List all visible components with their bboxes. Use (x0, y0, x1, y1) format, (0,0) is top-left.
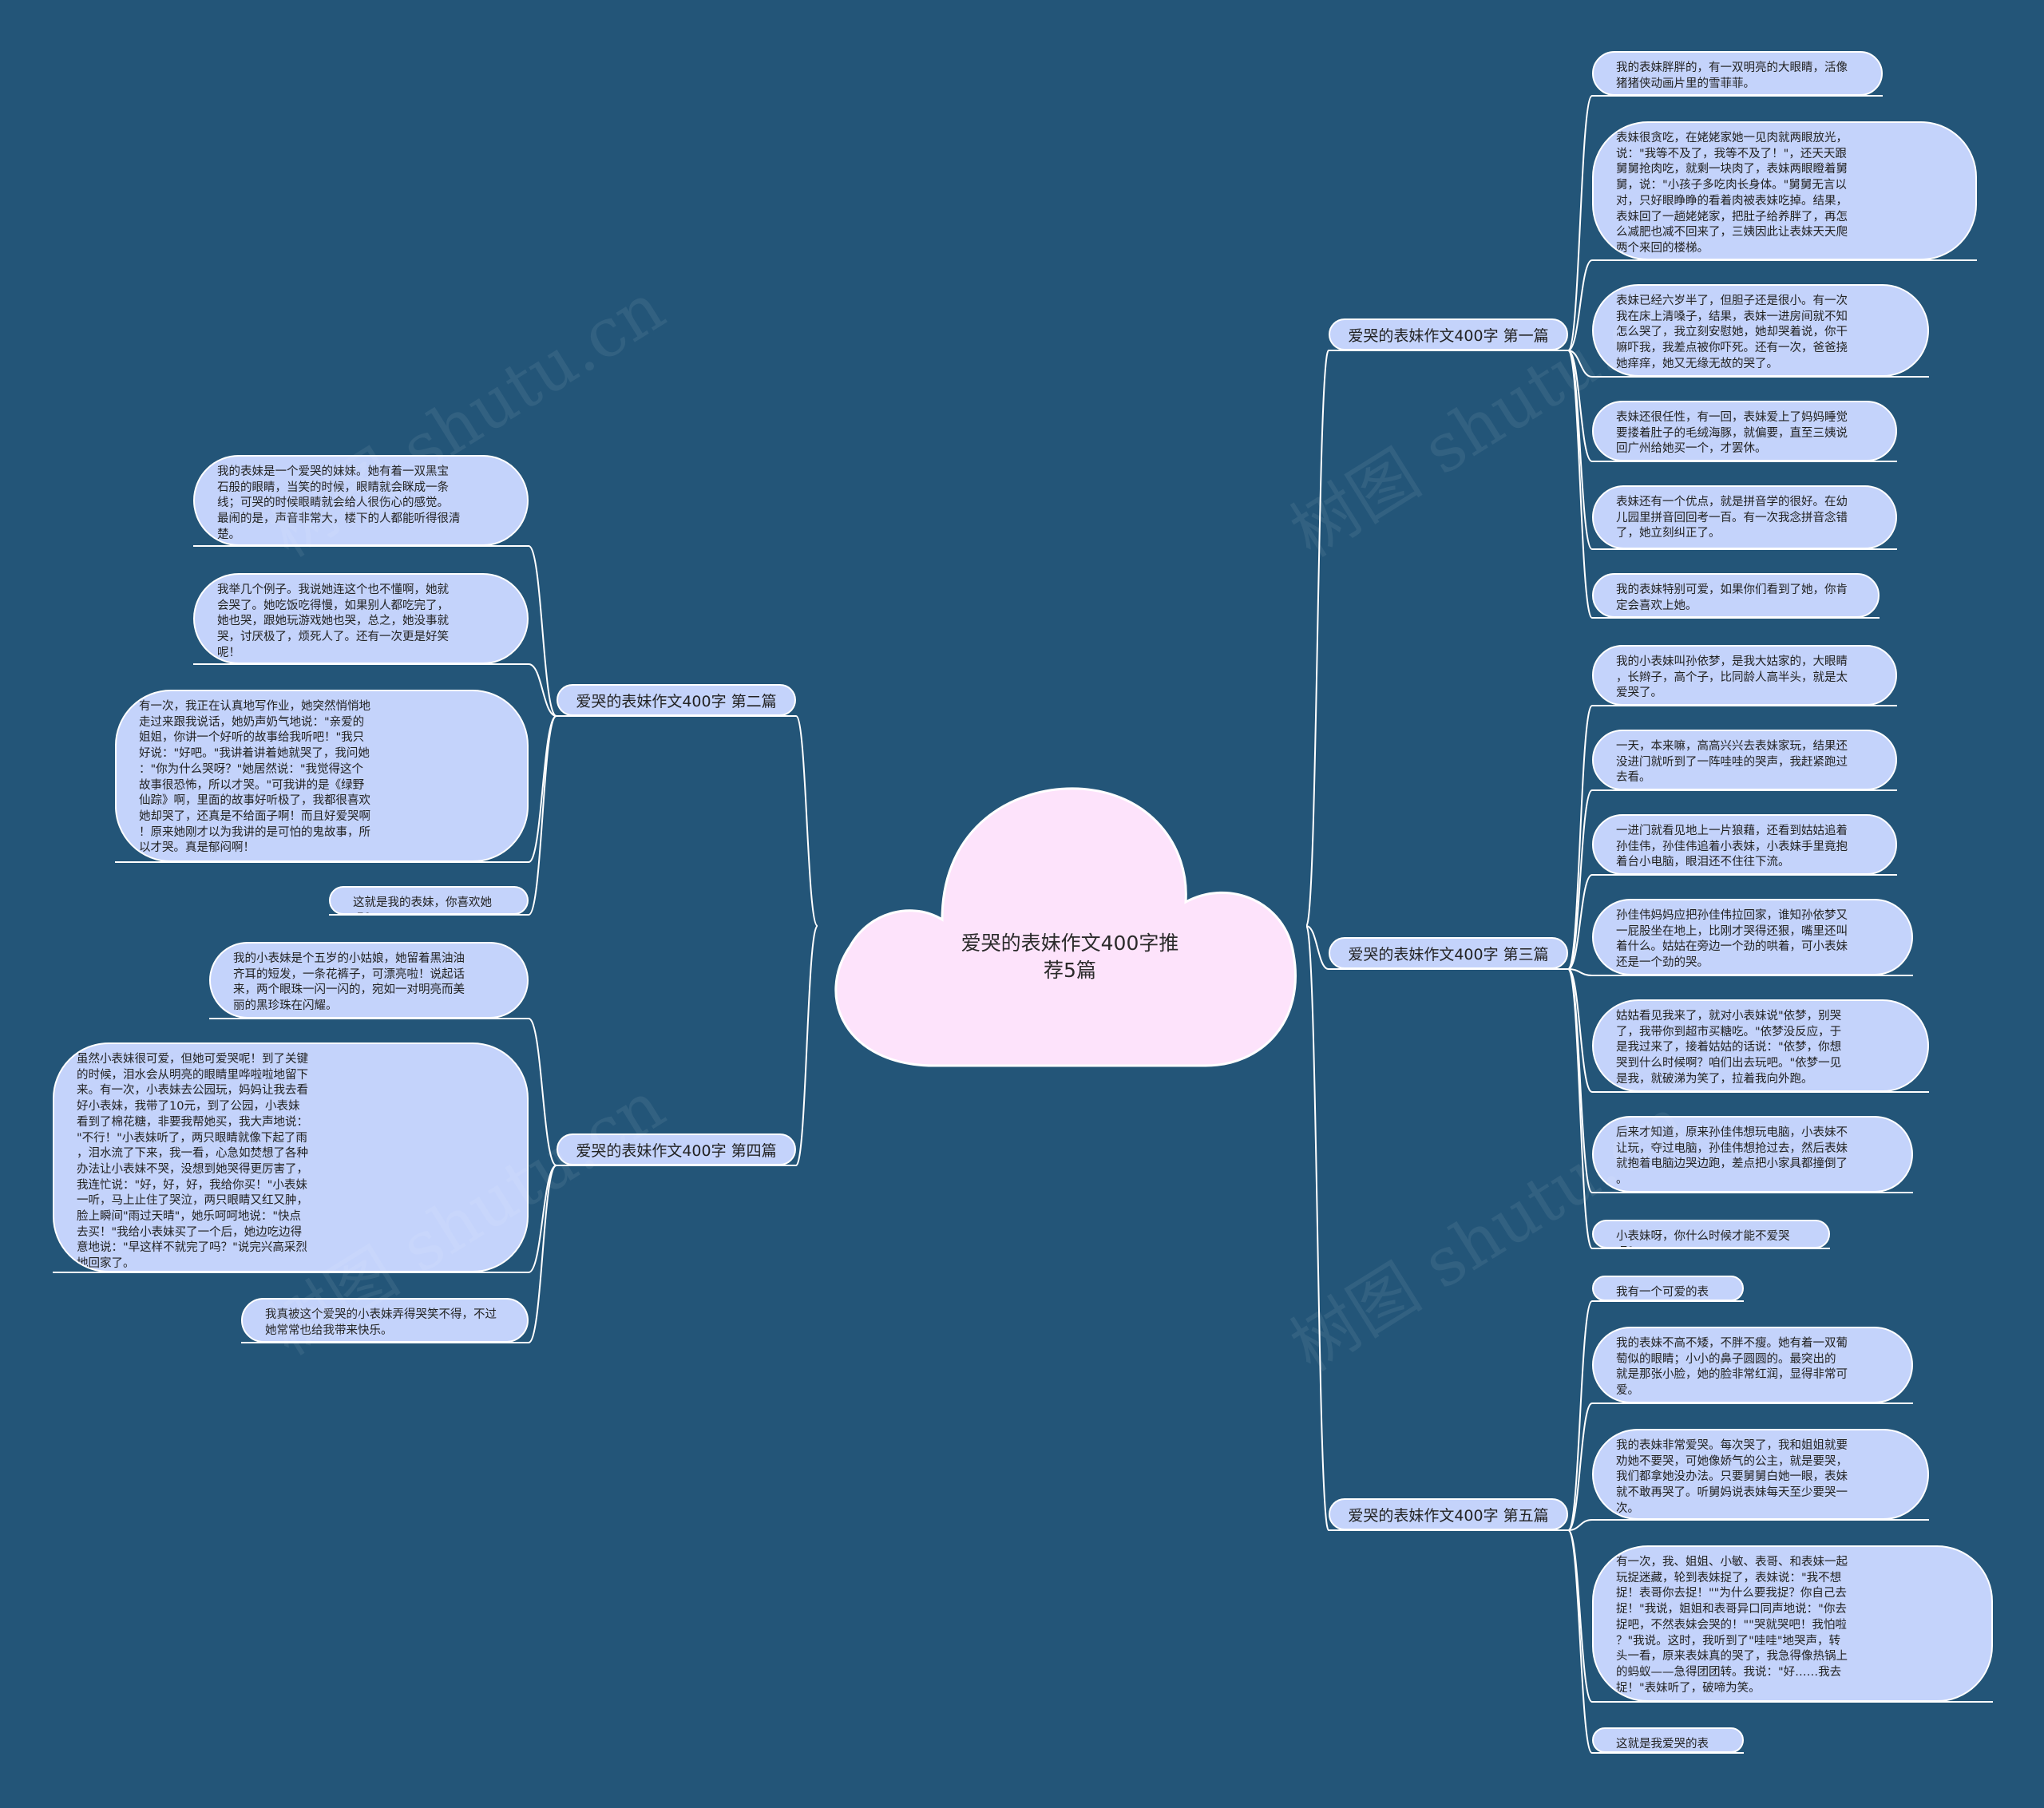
leaf-note[interactable]: 我的表妹胖胖的，有一双明亮的大眼睛，活像 猪猪侠动画片里的雪菲菲。 (1592, 51, 1883, 96)
connector-line (1567, 1300, 1744, 1531)
connector-line (1567, 968, 1830, 1249)
leaf-note[interactable]: 姑姑看见我来了，就对小表妹说"依梦，别哭 了，我带你到超市买糖吃。"依梦没反应，… (1592, 999, 1929, 1092)
connector-line (1567, 874, 1897, 970)
connector-line (1567, 350, 1880, 619)
leaf-note[interactable]: 一进门就看见地上一片狼藉，还看到姑姑追着 孙佳伟，孙佳伟追着小表妹，小表妹手里竟… (1592, 814, 1897, 875)
connector-line (209, 1018, 557, 1166)
central-topic-title: 爱哭的表妹作文400字推 荐5篇 (961, 932, 1179, 982)
leaf-note[interactable]: 我的表妹非常爱哭。每次哭了，我和姐姐就要 劝她不要哭，可她像娇气的公主，就是要哭… (1592, 1429, 1929, 1520)
connector-line (1305, 925, 1568, 970)
leaf-note[interactable]: 我的表妹是一个爱哭的妹妹。她有着一双黑宝 石般的眼睛，当笑的时候，眼睛就会眯成一… (193, 455, 529, 546)
leaf-note[interactable]: 孙佳伟妈妈应把孙佳伟拉回家，谁知孙依梦又 一屁股坐在地上，比刚才哭得还狠，嘴里还… (1592, 899, 1913, 975)
branch-part-4[interactable]: 爱哭的表妹作文400字 第四篇 (557, 1133, 796, 1165)
connector-line (1305, 350, 1568, 927)
leaf-note[interactable]: 表妹很贪吃，在姥姥家她一见肉就两眼放光， 说："我等不及了，我等不及了！"，还天… (1592, 121, 1977, 260)
connector-line (193, 663, 557, 717)
connector-line (1567, 1529, 1744, 1754)
connector-line (1567, 350, 1929, 378)
connector-line (1567, 95, 1883, 351)
leaf-note[interactable]: 表妹还很任性，有一回，表妹爱上了妈妈睡觉 要搂着肚子的毛绒海豚，就偏要，直至三姨… (1592, 401, 1897, 461)
central-topic[interactable]: 爱哭的表妹作文400字推 荐5篇 (814, 782, 1309, 1070)
connector-line (193, 545, 557, 717)
branch-part-5[interactable]: 爱哭的表妹作文400字 第五篇 (1329, 1498, 1568, 1530)
leaf-note[interactable]: 我的表妹不高不矮，不胖不瘦。她有着一双葡 萄似的眼睛；小小的鼻子圆圆的。最突出的… (1592, 1327, 1913, 1403)
connector-line (1567, 789, 1897, 970)
leaf-note[interactable]: 我的小表妹是个五岁的小姑娘，她留着黑油油 齐耳的短发，一条花裤子，可漂亮啦！说起… (209, 942, 529, 1019)
connector-line (1567, 350, 1897, 462)
branch-part-3[interactable]: 爱哭的表妹作文400字 第三篇 (1329, 937, 1568, 969)
leaf-note[interactable]: 我的小表妹叫孙依梦，是我大姑家的，大眼睛 ，长辫子，高个子，比同龄人高半头，就是… (1592, 645, 1897, 706)
leaf-note[interactable]: 一天，本来嘛，高高兴兴去表妹家玩，结果还 没进门就听到了一阵哇哇的哭声，我赶紧跑… (1592, 730, 1897, 790)
leaf-note[interactable]: 我举几个例子。我说她连这个也不懂啊，她就 会哭了。她吃饭吃得慢，如果别人都吃完了… (193, 573, 529, 664)
branch-part-1[interactable]: 爱哭的表妹作文400字 第一篇 (1329, 318, 1568, 350)
connector-line (1567, 259, 1977, 351)
connector-line (53, 1165, 557, 1273)
cloud-shape (834, 787, 1297, 1067)
leaf-note[interactable]: 有一次，我正在认真地写作业，她突然悄悄地 走过来跟我说话，她奶声奶气地说："亲爱… (115, 690, 529, 862)
connector-line (557, 715, 818, 927)
leaf-note[interactable]: 有一次，我、姐姐、小敏、表哥、和表妹一起 玩捉迷藏，轮到表妹捉了，表妹说："我不… (1592, 1545, 1993, 1702)
leaf-note[interactable]: 这就是我爱哭的表妹。 (1592, 1727, 1744, 1753)
leaf-note[interactable]: 虽然小表妹很可爱，但她可爱哭呢！到了关键 的时候，泪水会从明亮的眼睛里哗啦啦地留… (53, 1042, 529, 1272)
branch-part-2[interactable]: 爱哭的表妹作文400字 第二篇 (557, 684, 796, 716)
connector-line (557, 925, 818, 1166)
connector-line (1567, 968, 1913, 976)
leaf-note[interactable]: 小表妹呀，你什么时候才能不爱哭呢？ (1592, 1220, 1830, 1248)
leaf-note[interactable]: 我有一个可爱的表妹。 (1592, 1276, 1744, 1301)
connector-line (1567, 1519, 1929, 1531)
leaf-note[interactable]: 这就是我的表妹，你喜欢她吗？ (329, 886, 529, 915)
connector-line (329, 715, 557, 916)
leaf-note[interactable]: 表妹已经六岁半了，但胆子还是很小。有一次 我在床上清嗓子，结果，表妹一进房间就不… (1592, 284, 1929, 377)
leaf-note[interactable]: 后来才知道，原来孙佳伟想玩电脑，小表妹不 让玩，夺过电脑，孙佳伟想抢过去，然后表… (1592, 1116, 1913, 1193)
connector-line (1305, 925, 1568, 1531)
leaf-note[interactable]: 我的表妹特别可爱，如果你们看到了她，你肯 定会喜欢上她。 (1592, 573, 1880, 618)
leaf-note[interactable]: 我真被这个爱哭的小表妹弄得哭笑不得，不过 她常常也给我带来快乐。 (241, 1298, 529, 1343)
leaf-note[interactable]: 表妹还有一个优点，就是拼音学的很好。在幼 儿园里拼音回回考一百。有一次我念拼音念… (1592, 485, 1897, 549)
connector-line (1567, 968, 1929, 1093)
connector-line (1567, 1402, 1913, 1531)
connector-line (1567, 705, 1897, 970)
connector-line (241, 1165, 557, 1343)
